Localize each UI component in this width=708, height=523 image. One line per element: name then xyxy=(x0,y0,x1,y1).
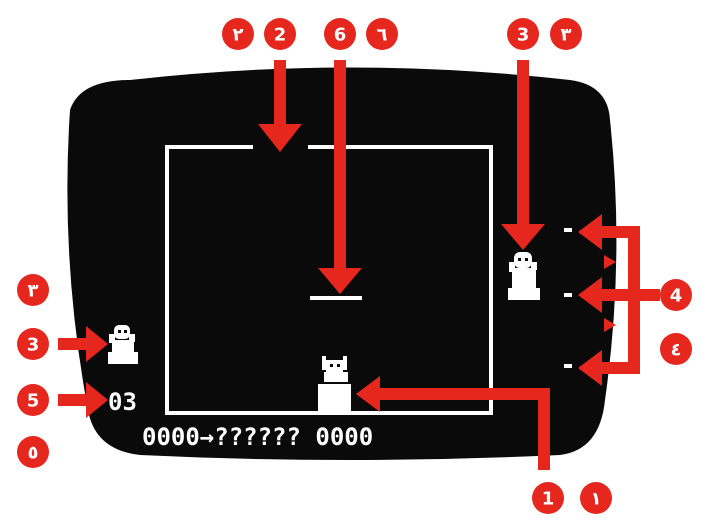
label-1-arabic: ١ xyxy=(591,489,602,510)
score-line: 0000→?????? 0000 xyxy=(142,423,373,451)
arrow-3b-shaft xyxy=(58,338,88,350)
arrow-6-shaft xyxy=(334,60,346,272)
label-4-arabic: ٤ xyxy=(671,340,682,361)
arrow-3-shaft xyxy=(517,60,529,228)
label-5-arabic: ٥ xyxy=(28,443,39,464)
label-3-latin: 3 xyxy=(517,25,530,46)
arrow-2-shaft xyxy=(274,60,286,128)
right-wall xyxy=(489,145,493,415)
label-3b-latin: 3 xyxy=(27,335,40,356)
arrow-4-top-shaft xyxy=(600,226,640,238)
arrow-1-vertical xyxy=(538,388,550,470)
arrow-4-bot-shaft xyxy=(600,362,640,374)
left-wall xyxy=(165,145,169,415)
marker-bottom xyxy=(564,364,572,368)
label-6-arabic: ٦ xyxy=(377,25,388,46)
falling-bar xyxy=(310,296,362,300)
arrow-4-mid-shaft xyxy=(600,289,660,301)
label-5-latin: 5 xyxy=(27,391,40,412)
label-3b-arabic: ٣ xyxy=(28,281,39,302)
lives-counter: 03 xyxy=(108,388,137,416)
arrow-5-shaft xyxy=(58,394,88,406)
label-6-latin: 6 xyxy=(334,25,347,46)
floor xyxy=(165,411,493,415)
top-wall-left xyxy=(165,145,253,149)
arrow-1-horizontal xyxy=(376,388,550,400)
label-2-arabic: ٢ xyxy=(233,25,244,46)
marker-top xyxy=(564,228,572,232)
label-3-arabic: ٣ xyxy=(561,25,572,46)
label-1-latin: 1 xyxy=(542,489,555,510)
label-4-latin: 4 xyxy=(670,286,683,307)
label-2-latin: 2 xyxy=(274,25,287,46)
marker-middle xyxy=(564,293,572,297)
